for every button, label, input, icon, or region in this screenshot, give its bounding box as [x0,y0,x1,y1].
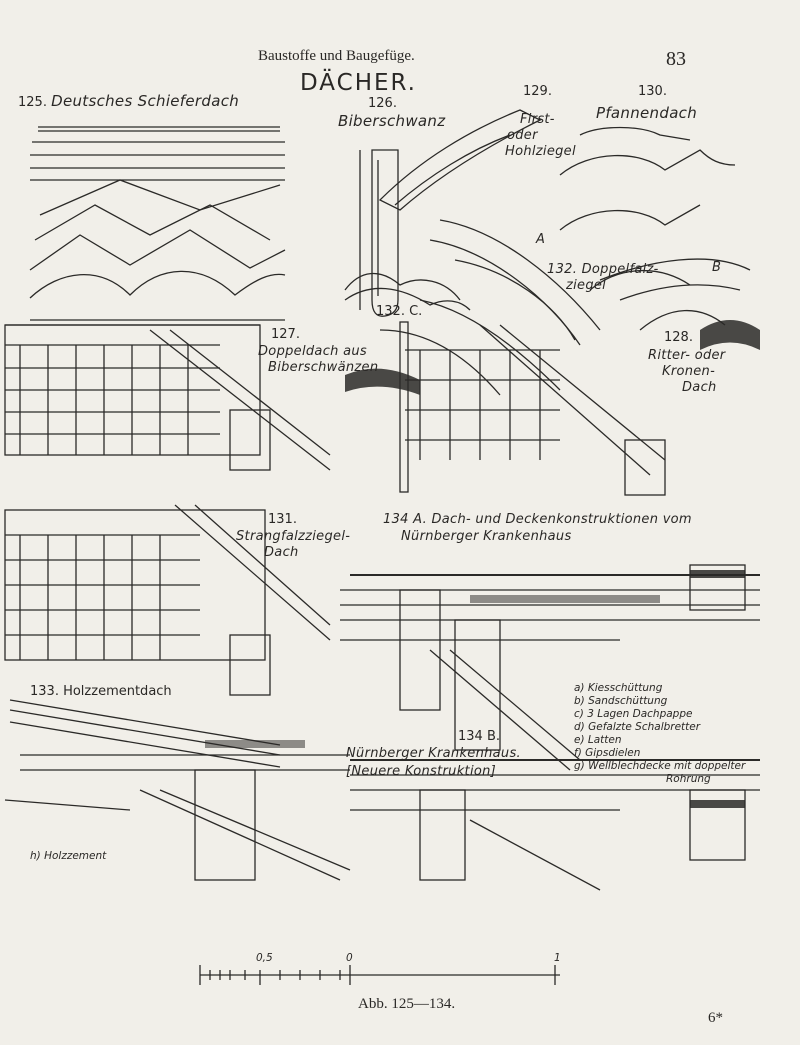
legend-list: a) Kiesschüttung b) Sandschüttung c) 3 L… [574,682,745,786]
scale-label-half: 0,5 [256,952,273,964]
fig125-slate-roof [29,126,286,321]
fig127-caption-1: Doppeldach aus [258,344,367,359]
legend-item-b: b) Sandschüttung [574,695,668,707]
plate-title: DÄCHER. [300,70,417,96]
fig131-caption-1: Strangfalzziegel- [236,529,351,544]
fig128-caption-2: Kronen- [662,364,716,379]
fig130-pantile [559,126,736,331]
fig132-caption-2: ziegel [566,278,607,293]
page-number: 83 [666,48,686,70]
fig133-wood-cement-roof [4,699,351,881]
legend-item-g: g) Wellblechdecke mit doppelter [574,760,746,772]
fig133-label-h: h) Holzzement [30,850,107,862]
legend-item-d: d) Gefalzte Schalbretter [574,721,701,733]
fig134b-caption-1: Nürnberger Krankenhaus. [346,746,521,761]
fig134b-caption-2: [Neuere Konstruktion] [346,764,497,779]
fig131-number: 131. [268,512,297,527]
fig132-caption-1: 132. Doppelfalz- [547,262,659,277]
fig126-number: 126. [368,96,397,111]
fig128-crown-roof [399,321,666,496]
legend-item-g-cont: Rohrung [666,773,711,785]
fig129-caption-1: First- [520,112,555,127]
fig129-caption-2: oder [507,128,538,143]
legend-item-a: a) Kiesschüttung [574,682,663,694]
fig130-number: 130. [638,84,667,99]
fig134b-roof-section [350,759,760,891]
fig129-ridge-tile [378,109,542,211]
legend-item-e: e) Latten [574,734,622,746]
legend-item-c: c) 3 Lagen Dachpappe [574,708,693,720]
fig127-number: 127. [271,327,300,342]
fig134a-caption-2: Nürnberger Krankenhaus [401,529,572,544]
fig131-strand-tile-roof [4,504,331,696]
fig132-mark-a: A [536,232,546,247]
fig132-mark-b: B [712,260,722,275]
running-title: Baustoffe und Baugefüge. [258,48,415,64]
fig132-interlocking-tile [379,219,751,396]
fig128-number: 128. [664,330,693,345]
fig128-caption-3: Dach [682,380,717,395]
fig134a-roof-section [340,564,760,771]
legend-item-f: f) Gipsdielen [574,747,641,759]
fig132c-label: 132. C. [376,304,423,319]
scale-label-zero: 0 [346,952,353,964]
fig125-label: 125. Deutsches Schieferdach [18,92,239,110]
fig130-caption: Pfannendach [596,104,698,122]
fig131-caption-2: Dach [264,545,299,560]
fig134a-caption-1: 134 A. Dach- und Deckenkonstruktionen vo… [383,512,692,527]
scale-bar [199,965,560,985]
fig129-number: 129. [523,84,552,99]
fig127-double-roof [4,324,331,471]
scale-label-one: 1 [554,952,561,964]
fig129-caption-3: Hohlziegel [505,144,576,159]
fig126-caption: Biberschwanz [338,112,446,130]
fig128-caption-1: Ritter- oder [648,348,726,363]
fig125-caption: Deutsches Schieferdach [51,92,240,110]
fig134b-number: 134 B. [458,729,500,744]
fig125-number: 125. [18,95,47,110]
fig126-beaver-tail-tile [344,149,471,317]
fig133-caption: 133. Holzzementdach [30,684,172,699]
figure-caption: Abb. 125—134. [358,996,456,1012]
fig127-caption-2: Biberschwänzen [268,360,379,375]
signature-mark: 6* [708,1010,723,1026]
